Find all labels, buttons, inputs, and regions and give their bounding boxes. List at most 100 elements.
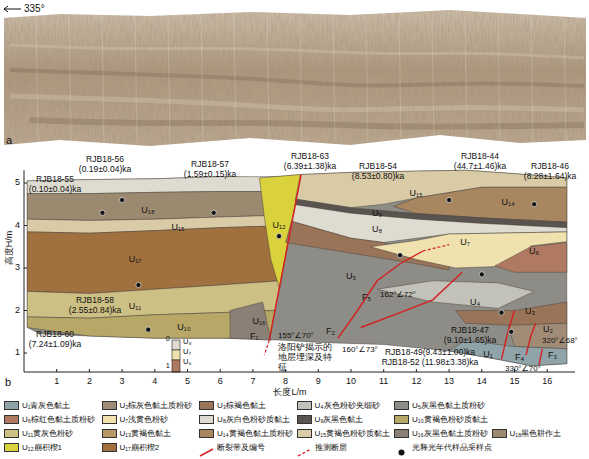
unit-label: U₇ [183,348,191,357]
legend-item: U₈灰白色粉砂质黏土 [199,415,290,424]
sample-label: RJB18-47 (9.10±1.65)ka [438,326,502,346]
sample-point [211,210,216,215]
photo-texture [4,10,586,146]
inferred-fault [264,340,269,355]
legend-symbol-svg [297,448,312,457]
sample-label: RJB18-58 (2.55±0.84)ka [63,296,127,316]
axis-line [24,372,575,373]
photo-grid [36,16,38,142]
axis-tick: 5 [185,376,190,386]
legend-text: U₁₀黄褐色粉砂质黏土 [412,415,488,424]
legend-text: U₅灰黑色黏土质粉砂 [412,401,485,410]
unit-label: U₆ [183,358,191,367]
legend-item: U₁₆灰黑色黏土质粉砂 [394,429,488,438]
legend-item: U₁₈黑色耕作土 [492,429,562,438]
axis-tick-mark [154,369,155,372]
legend-text: U₆棕红色黏土质粉砂 [22,415,95,424]
photo-streak [10,70,584,86]
unit-label: U₁₈ [141,205,154,215]
scale-tick: 0 [166,335,170,344]
photo-grid [564,16,566,142]
axis-tick: 4 [15,220,20,230]
scale-tick: 1 [166,362,170,371]
photo-grid [135,16,137,142]
photo-grid [168,16,170,142]
legend-item: U₁₅黄褐色粉砂质黏土 [297,429,391,438]
axis-tick-mark [449,369,450,372]
legend-text: U₁₅黄褐色粉砂质黏土 [315,429,391,438]
legend-item: U₉灰黑色黏土 [297,415,364,424]
fault-line [269,175,301,341]
axis-tick-mark [383,369,384,372]
unit-label: U₅ [346,271,356,281]
stratum [377,281,534,309]
sample-point [532,202,537,207]
section-outline [27,170,567,366]
axis-line [24,170,25,372]
unit-label: U₁₂ [272,220,285,230]
legend-item: U₁₂崩积楔1 [4,443,62,452]
legend-swatch [297,401,312,410]
axis-tick: 3 [120,376,125,386]
axis-tick-mark [481,369,482,372]
axis-tick: 7 [250,376,255,386]
photo [4,10,586,146]
sample-label: RJB18-52 (11.98±3.38)ka [382,358,479,368]
stratum [495,243,567,273]
legend-dot [399,450,405,456]
unit-label: U₇ [460,237,470,247]
azimuth-arrow [4,6,8,12]
axis-tick-mark [56,369,57,372]
fault-attitude: 320°∠68° [542,336,578,345]
legend-item: 断裂带及编号 [199,443,265,452]
legend-item: 光释光年代样品采样点 [394,443,492,452]
axis-tick: 1 [15,347,20,357]
axis-tick-mark [89,369,90,372]
legend-item: U₄灰色粉砂夹细砂 [297,401,380,410]
legend-text: U₁₆灰黑色黏土质粉砂 [412,429,488,438]
fault-attitude: 330°∠70° [505,364,541,373]
axis-tick: 14 [477,376,487,386]
axis-tick-mark [24,353,27,354]
sample-label: RJB18-60 (7.24±1.09)ka [23,330,87,350]
legend-item: U₁青灰色黏土 [4,401,70,410]
legend-swatch [102,429,117,438]
legend-item: U₂棕灰色黏土质粉砂 [102,401,193,410]
legend-swatch [4,415,19,424]
axis-tick: 1 [54,376,59,386]
fault-number: F₅ [362,292,371,302]
sample-point [136,282,141,287]
legend-text: U₁₃黄褐色黏土 [120,429,172,438]
legend-item: U₁₀黄褐色粉砂质黏土 [394,415,488,424]
unit-label: U₄ [470,297,480,307]
legend-text: U₁青灰色黏土 [22,401,70,410]
photo-grid [267,16,269,142]
legend-swatch [4,429,19,438]
fault-attitude: 155°∠70° [278,331,314,340]
axis-tick: 5 [15,177,20,187]
axis-tick: 11 [379,376,388,386]
unit-label: U₁ [483,349,493,359]
photo-grid [300,16,302,142]
legend-swatch [102,401,117,410]
legend-item: U₆棕红色黏土质粉砂 [4,415,95,424]
sample-label: RJB18-55 (0.10±0.04)ka [23,175,87,195]
axis-tick: 12 [411,376,421,386]
unit-label: U₈ [183,338,192,347]
photo-grid [432,16,434,142]
photo-grid [102,16,104,142]
sample-point [479,272,484,277]
photo-grid [333,16,335,142]
unit-label: U₂ [543,324,553,334]
legend-swatch [199,429,214,438]
axis-tick-mark [416,369,417,372]
photo-grid [498,16,500,142]
axis-tick-mark [187,369,188,372]
legend-item: U₁₄黄褐色黏土质粉砂 [199,429,293,438]
unit-label: U₁₅ [409,188,422,198]
legend-symbol [297,443,312,452]
fault-attitude: 162°∠72° [380,290,416,299]
unit-label: U₈ [372,224,382,234]
legend-symbol-svg [394,448,409,457]
fault-number: F₂ [326,326,335,336]
